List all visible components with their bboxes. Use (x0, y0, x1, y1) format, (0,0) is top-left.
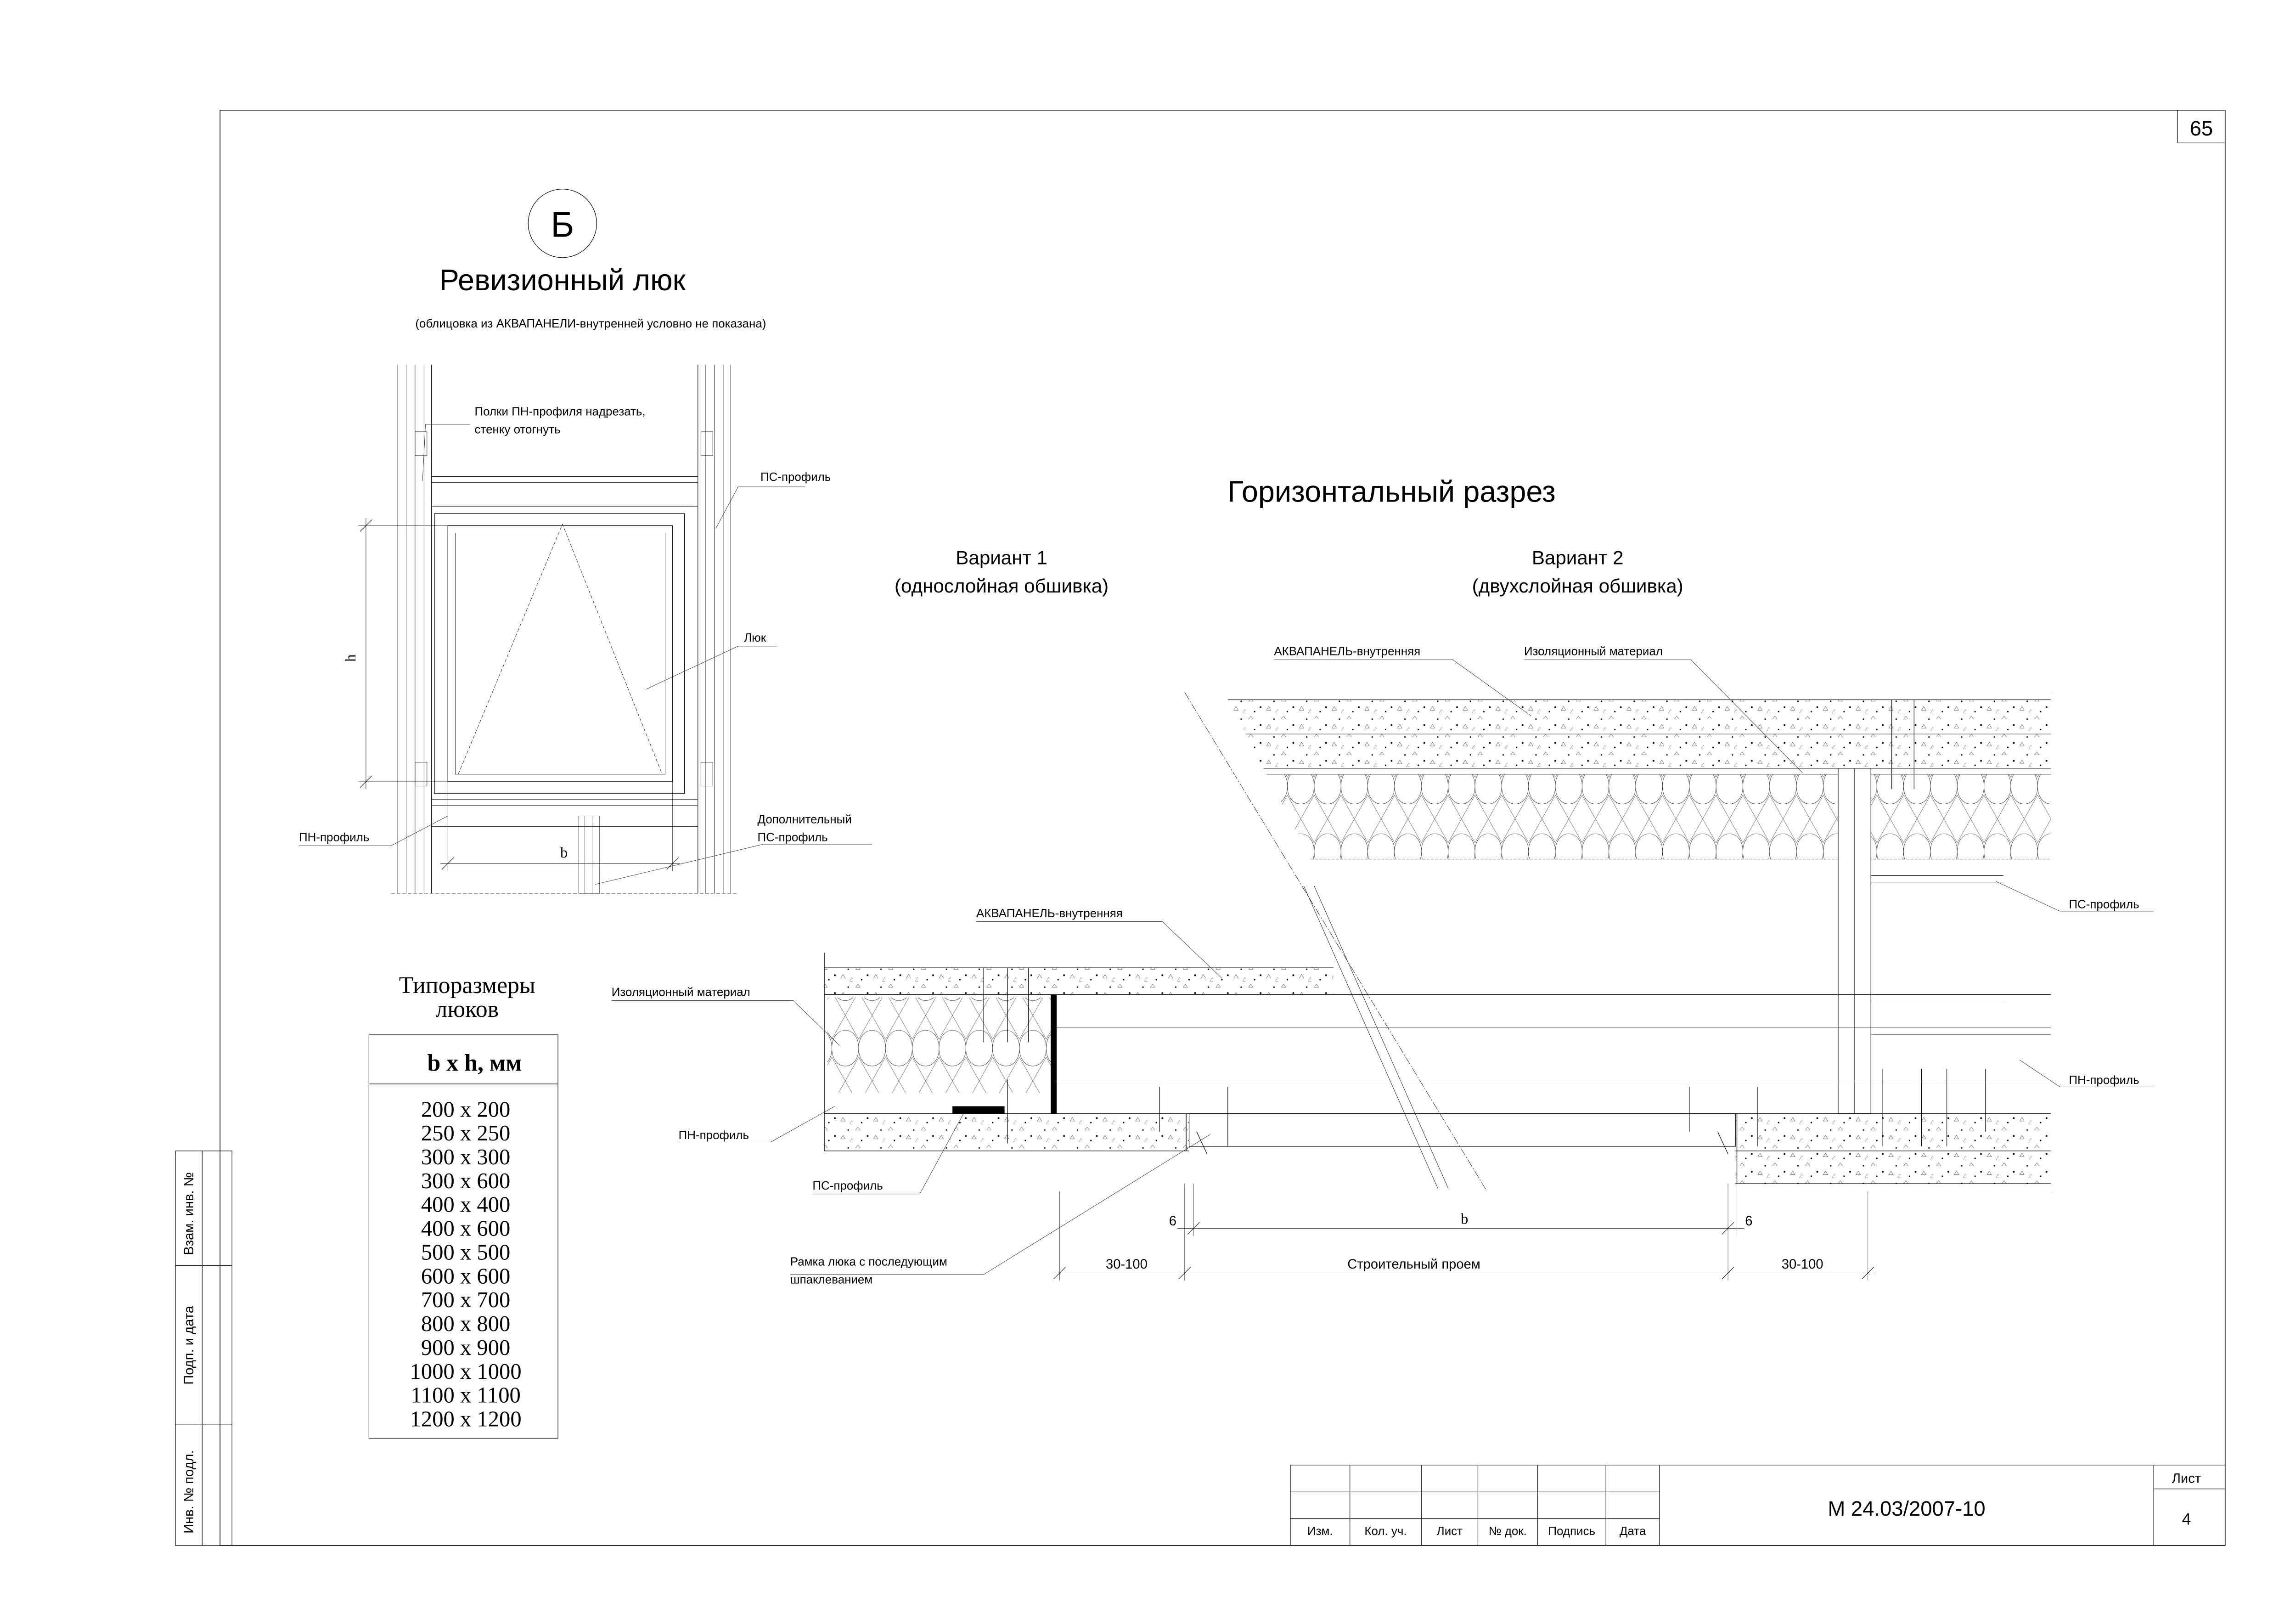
dim-opening-label: Строительный проем (1347, 1257, 1480, 1272)
dim-gap-right: 6 (1745, 1214, 1752, 1229)
variant1-section (824, 953, 2051, 1184)
dim-left-offset: 30-100 (1106, 1257, 1148, 1272)
variant2-section (1227, 694, 2051, 1191)
size-row: 500 x 500 (421, 1240, 510, 1264)
tb-sheet-number: 4 (2182, 1510, 2191, 1528)
size-row: 1100 x 1100 (411, 1383, 520, 1408)
detail-marker (528, 189, 597, 258)
variant2-title: Вариант 2 (1532, 547, 1624, 569)
variant1-subtitle: (однослойная обшивка) (895, 575, 1109, 597)
tb-header-qty: Кол. уч. (1364, 1525, 1407, 1538)
label-pn-profile: ПН-профиль (299, 831, 369, 844)
label-cut-note-1: Полки ПН-профиля надрезать, (475, 405, 646, 418)
stamp-field-signature: Подп. и дата (182, 1305, 197, 1385)
sizes-title-1: Типоразмеры (399, 972, 535, 999)
v2-label-aquapanel: АКВАПАНЕЛЬ-внутренняя (1274, 645, 1420, 658)
sizes-table (369, 1035, 558, 1438)
section-leaders (612, 660, 2154, 1275)
label-ps-profile: ПС-профиль (760, 471, 831, 484)
sheet-frame (220, 110, 2225, 1546)
document-code: М 24.03/2007-10 (1828, 1497, 1985, 1520)
tb-header-date: Дата (1620, 1525, 1646, 1538)
dimension-b: b (560, 845, 568, 861)
size-row: 400 x 400 (421, 1192, 510, 1217)
label-extra-profile-1: Дополнительный (757, 813, 851, 826)
dimension-h: h (343, 654, 359, 662)
sizes-title-2: люков (436, 996, 499, 1022)
tb-header-sheet: Лист (1437, 1525, 1463, 1538)
label-hatch: Люк (744, 632, 766, 644)
hatch-elevation (299, 365, 872, 893)
tb-header-signature: Подпись (1548, 1525, 1595, 1538)
size-row: 1200 x 1200 (410, 1407, 522, 1432)
size-row: 300 x 300 (421, 1145, 510, 1169)
variant2-subtitle: (двухслойная обшивка) (1472, 575, 1683, 597)
variant1-title: Вариант 1 (956, 547, 1047, 569)
stamp-field-inventory: Инв. № подл. (182, 1450, 197, 1534)
size-row: 1000 x 1000 (410, 1359, 522, 1384)
section-dimensions (1052, 1184, 1875, 1281)
size-row: 300 x 600 (421, 1168, 510, 1193)
v2-label-insulation: Изоляционный материал (1524, 645, 1663, 658)
size-row: 250 x 250 (421, 1121, 510, 1145)
tb-sheet-label: Лист (2172, 1472, 2201, 1486)
size-row: 600 x 600 (421, 1264, 510, 1288)
v1-label-ps-profile: ПС-профиль (812, 1179, 883, 1192)
detail-letter: Б (551, 205, 574, 244)
dim-right-offset: 30-100 (1782, 1257, 1823, 1272)
v1-label-insulation: Изоляционный материал (612, 986, 750, 999)
dim-opening-width: b (1461, 1211, 1468, 1228)
dim-gap-left: 6 (1169, 1214, 1176, 1229)
tb-header-change: Изм. (1307, 1525, 1333, 1538)
title-block (1290, 1465, 2225, 1546)
size-row: 400 x 600 (421, 1216, 510, 1241)
detail-title: Ревизионный люк (439, 263, 686, 297)
section-title: Горизонтальный разрез (1227, 474, 1556, 508)
label-frame-2: шпаклеванием (790, 1273, 872, 1286)
sizes-header: b x h, мм (427, 1050, 522, 1076)
size-row: 700 x 700 (421, 1287, 510, 1312)
v2-label-pn-profile: ПН-профиль (2069, 1074, 2139, 1087)
size-row: 200 x 200 (421, 1097, 510, 1122)
detail-note: (облицовка из АКВАПАНЕЛИ-внутренней усло… (415, 317, 766, 330)
tb-header-doc: № док. (1489, 1525, 1527, 1538)
label-frame-1: Рамка люка с последующим (790, 1255, 947, 1268)
v1-label-aquapanel: АКВАПАНЕЛЬ-внутренняя (976, 907, 1123, 920)
size-row: 800 x 800 (421, 1311, 510, 1336)
v1-label-pn-profile: ПН-профиль (679, 1129, 749, 1142)
label-extra-profile-2: ПС-профиль (757, 831, 827, 844)
hatch-swing-lines (1185, 692, 1487, 1191)
stamp-field-replacement: Взам. инв. № (182, 1172, 197, 1255)
size-row: 900 x 900 (421, 1335, 510, 1360)
side-stamp (175, 1151, 232, 1546)
v2-label-ps-profile: ПС-профиль (2069, 898, 2139, 911)
label-cut-note-2: стенку отогнуть (475, 423, 561, 436)
page-number: 65 (2190, 117, 2213, 140)
